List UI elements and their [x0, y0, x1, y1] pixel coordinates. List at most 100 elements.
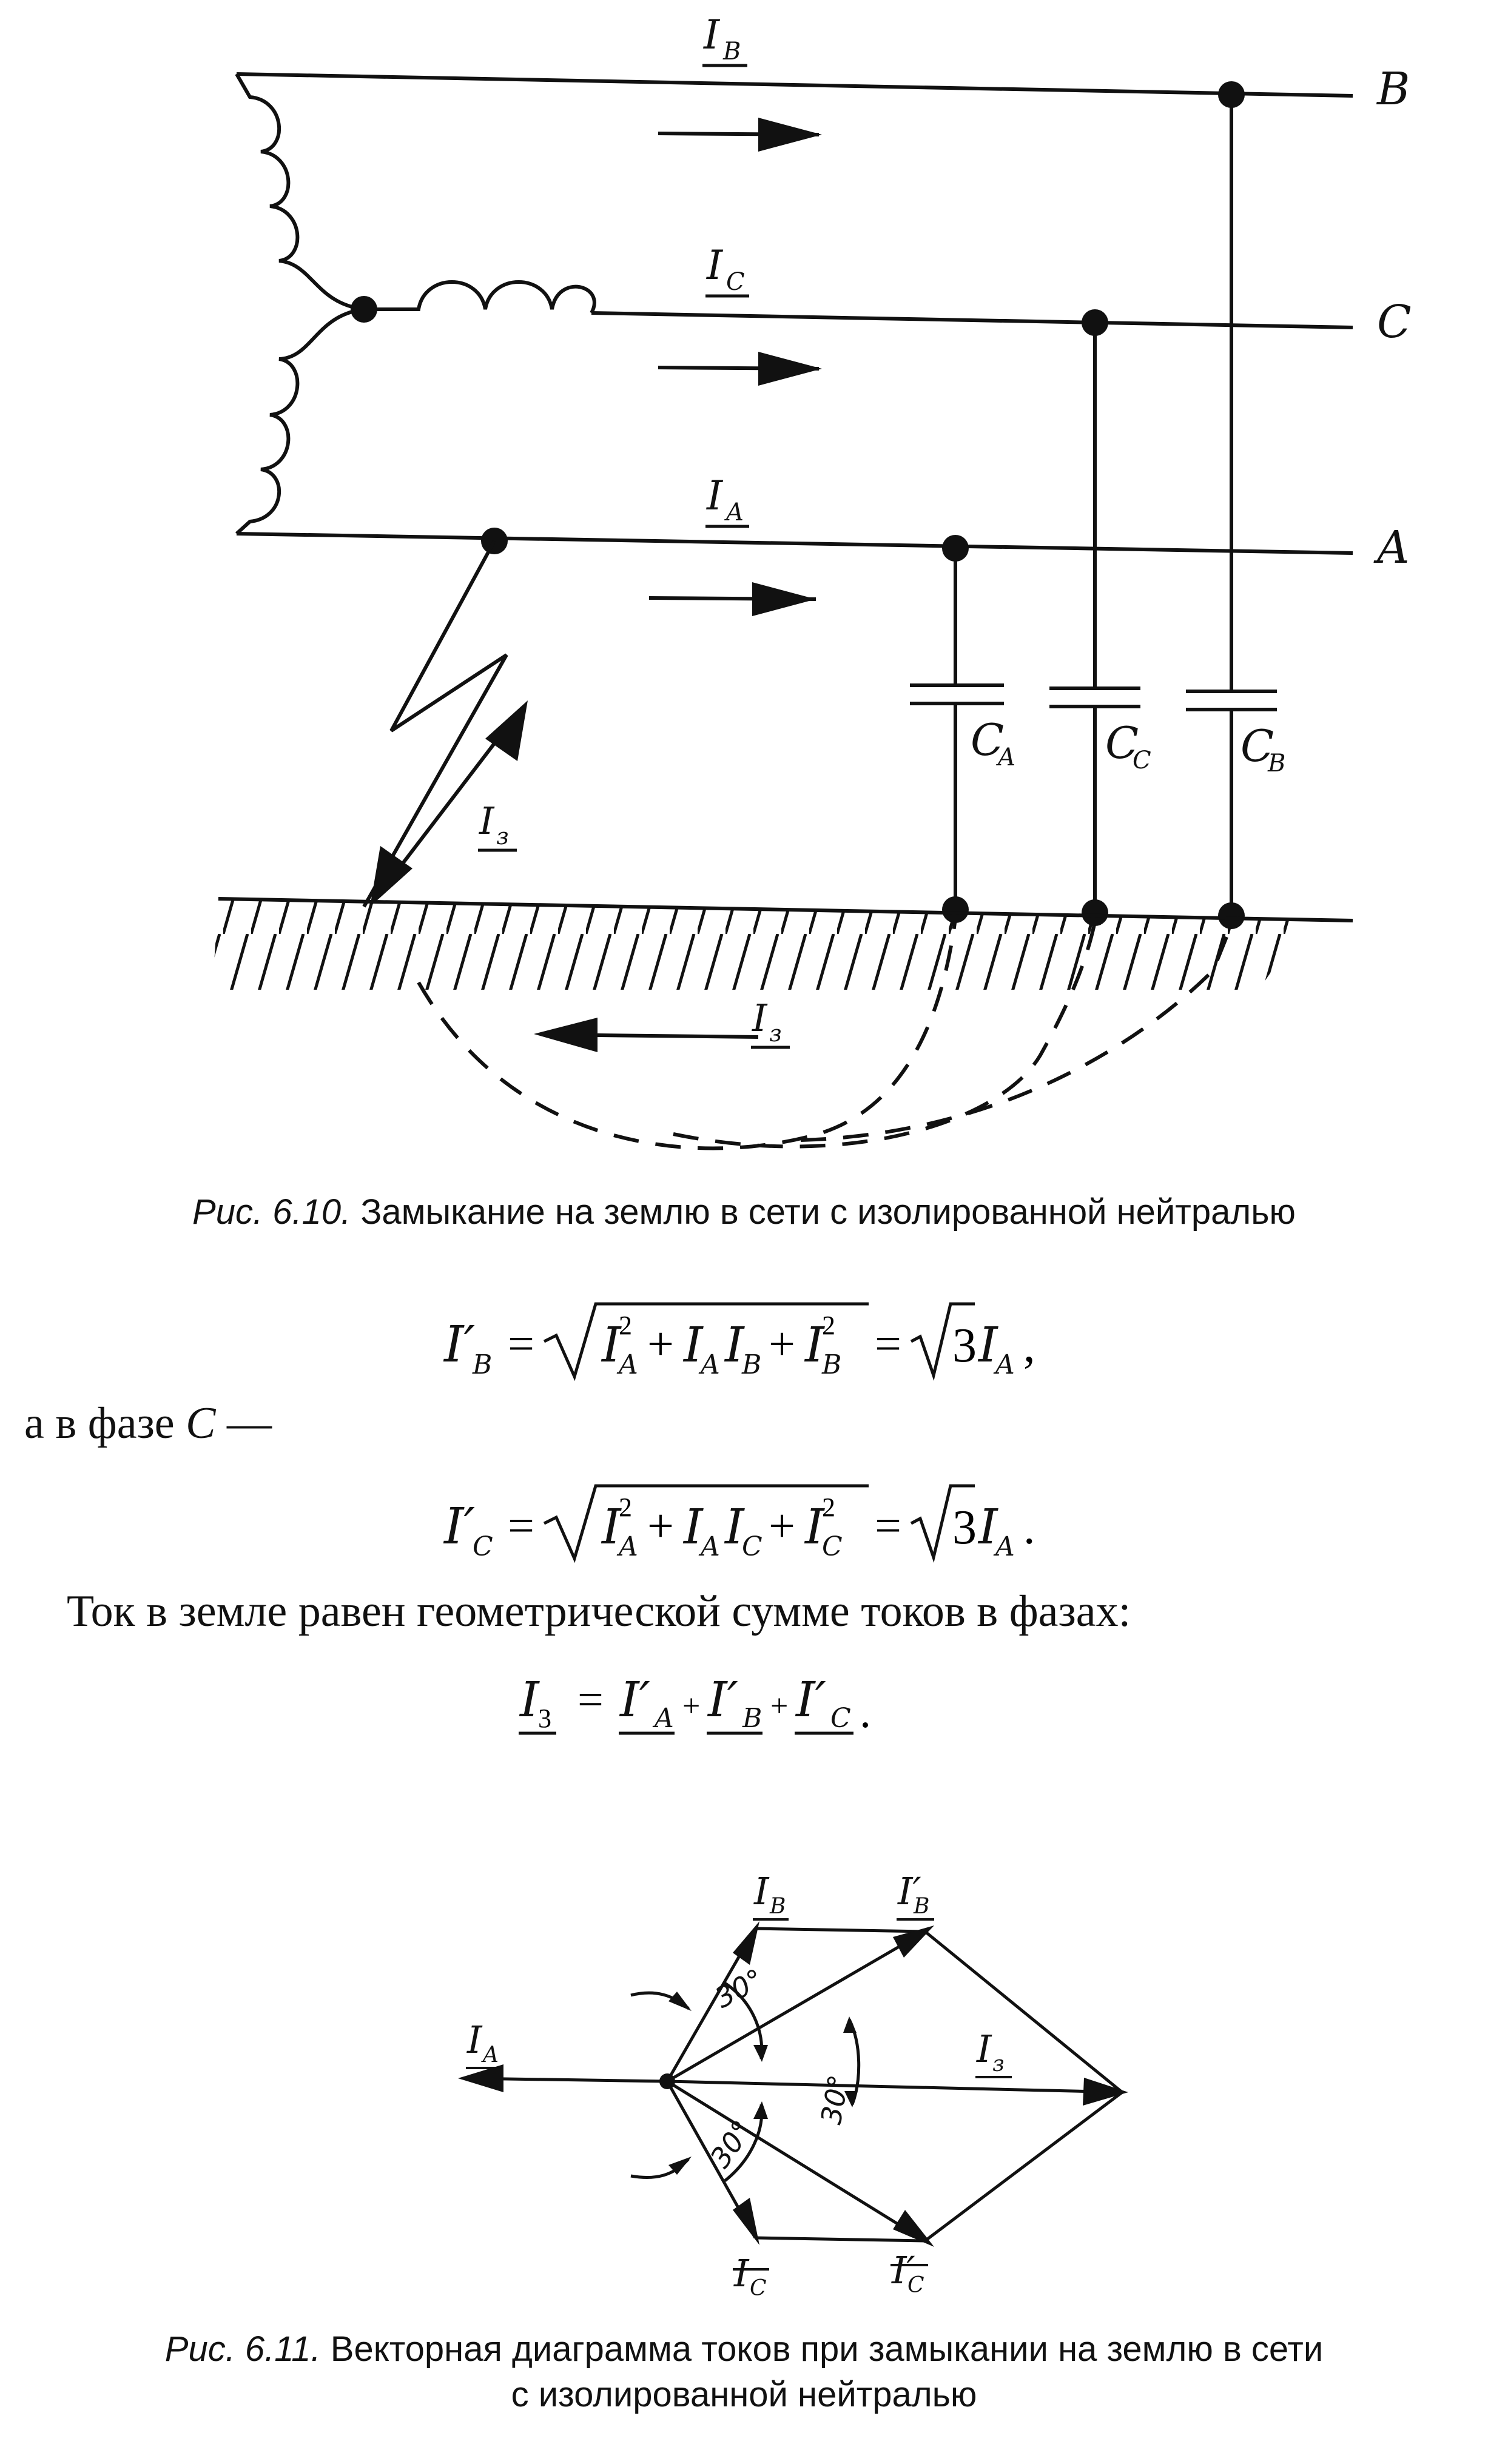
capacitor-cb	[1186, 94, 1277, 916]
svg-text:I: I	[706, 242, 724, 289]
svg-text:I: I	[977, 1499, 998, 1555]
current-arrow-a	[648, 582, 816, 616]
svg-text:I: I	[733, 2251, 750, 2295]
phase-label-c: C	[1377, 296, 1412, 348]
svg-text:A: A	[616, 1531, 638, 1562]
figure-6-11-caption-line2: с изолированной нейтралью	[511, 2375, 977, 2414]
angle-label-upper: 30°	[710, 1962, 769, 2015]
label-current-ic: I C	[705, 242, 749, 298]
capacitor-cc	[1049, 323, 1140, 913]
phase-line-c	[591, 311, 1353, 329]
transformer-star-windings	[235, 73, 596, 535]
caption-text-2a: Векторная диаграмма токов при замыкании …	[330, 2329, 1324, 2369]
phase-label-b: B	[1376, 63, 1410, 115]
ground-line	[212, 897, 1353, 990]
equation-ib-prime: I′ B = I 2 A + I A I B + I 2 B = 3 I A ,	[0, 1292, 1488, 1389]
phase-line-a	[236, 532, 1353, 555]
caption-number: Рис. 6.10.	[192, 1192, 351, 1232]
svg-text:I′: I′	[891, 2248, 915, 2292]
svg-text:I′: I′	[707, 1671, 738, 1728]
svg-text:3: 3	[538, 1704, 551, 1733]
fault-zigzag	[362, 540, 508, 908]
fault-current-arrow	[370, 700, 528, 907]
phase-c-intro-suffix: —	[215, 1398, 272, 1448]
svg-text:+: +	[647, 1317, 674, 1370]
label-vector-i3: I з	[975, 2027, 1012, 2078]
svg-text:C: C	[971, 714, 1004, 765]
label-vector-ia: I A	[466, 2018, 503, 2069]
svg-text:C: C	[830, 1703, 851, 1734]
current-arrow-b	[658, 118, 822, 152]
svg-text:A: A	[481, 2043, 499, 2067]
svg-text:A: A	[616, 1349, 638, 1380]
svg-text:+: +	[769, 1317, 795, 1370]
svg-text:I: I	[466, 2018, 483, 2062]
svg-text:з: з	[496, 823, 509, 850]
svg-text:I′: I′	[795, 1671, 826, 1728]
svg-text:B: B	[821, 1349, 841, 1380]
svg-text:=: =	[875, 1317, 901, 1370]
svg-text:I: I	[682, 1499, 704, 1555]
label-current-ia: I A	[705, 472, 749, 528]
equation-ib-prime-graphic: I′ B = I 2 A + I A I B + I 2 B = 3 I A ,	[443, 1302, 1035, 1381]
svg-text:I: I	[703, 12, 721, 58]
svg-text:,: ,	[1023, 1319, 1035, 1372]
svg-text:=: =	[577, 1674, 604, 1725]
svg-text:=: =	[508, 1317, 534, 1370]
svg-text:2: 2	[619, 1492, 632, 1522]
equation-i3-sum-graphic: I 3 = I′ A + I′ B + I′ C .	[518, 1671, 871, 1737]
angle-label-lower: 30°	[704, 2115, 759, 2174]
equation-i3-sum: I 3 = I′ A + I′ B + I′ C .	[0, 1662, 1488, 1741]
figure-6-11-caption-line1: Рис. 6.11. Векторная диаграмма токов при…	[0, 2329, 1488, 2369]
svg-text:з: з	[769, 1020, 782, 1047]
svg-text:C: C	[750, 2276, 767, 2301]
vector-ic-prime	[666, 2080, 926, 2243]
junction-dots	[481, 81, 1245, 929]
caption-number-2: Рис. 6.11.	[164, 2329, 321, 2369]
svg-text:+: +	[682, 1689, 700, 1724]
vector-ib-prime	[666, 1930, 926, 2083]
svg-text:+: +	[769, 1499, 795, 1552]
svg-text:C: C	[742, 1531, 763, 1562]
vector-arrowheads	[458, 1921, 1128, 2247]
svg-text:3: 3	[952, 1501, 977, 1554]
svg-text:B: B	[769, 1894, 786, 1919]
svg-text:I′: I′	[443, 1316, 475, 1374]
svg-text:I: I	[976, 2027, 992, 2071]
helper-ibp-to-i3	[924, 1930, 1123, 2093]
svg-text:I: I	[724, 1499, 745, 1555]
svg-text:A: A	[652, 1703, 674, 1734]
svg-text:C: C	[907, 2273, 924, 2298]
svg-text:B: B	[741, 1349, 761, 1380]
label-current-ib: I B	[702, 12, 747, 67]
svg-text:I′: I′	[443, 1498, 475, 1556]
svg-text:A: A	[993, 1349, 1015, 1380]
svg-text:C: C	[1133, 747, 1151, 774]
figure-6-11-vector-diagram: I A I B I′ B I з I C I′ C 3	[458, 1869, 1128, 2301]
ground-current-sentence: Ток в земле равен геометрической сумме т…	[67, 1586, 1131, 1636]
svg-text:=: =	[875, 1499, 901, 1552]
svg-text:I: I	[724, 1317, 745, 1373]
svg-text:A: A	[724, 499, 744, 526]
svg-text:B: B	[1267, 750, 1285, 777]
svg-text:+: +	[770, 1689, 788, 1724]
svg-text:A: A	[698, 1531, 720, 1562]
svg-text:I: I	[479, 799, 495, 843]
svg-text:C: C	[822, 1531, 843, 1562]
svg-text:I: I	[601, 1499, 622, 1555]
svg-text:2: 2	[822, 1311, 835, 1340]
svg-text:I: I	[682, 1317, 704, 1373]
helper-ic-to-icp	[755, 2236, 926, 2243]
capacitor-ca	[910, 548, 1004, 910]
svg-text:2: 2	[822, 1492, 835, 1522]
earth-return-paths	[417, 918, 1233, 1150]
helper-ib-to-ibp	[755, 1927, 926, 1933]
svg-text:C: C	[473, 1531, 493, 1562]
svg-text:3: 3	[952, 1319, 977, 1372]
svg-text:I: I	[601, 1317, 622, 1373]
phase-c-intro: а в фазе C —	[24, 1398, 272, 1449]
svg-text:.: .	[1023, 1501, 1035, 1554]
current-arrow-c	[658, 352, 822, 386]
svg-text:B: B	[472, 1349, 492, 1380]
